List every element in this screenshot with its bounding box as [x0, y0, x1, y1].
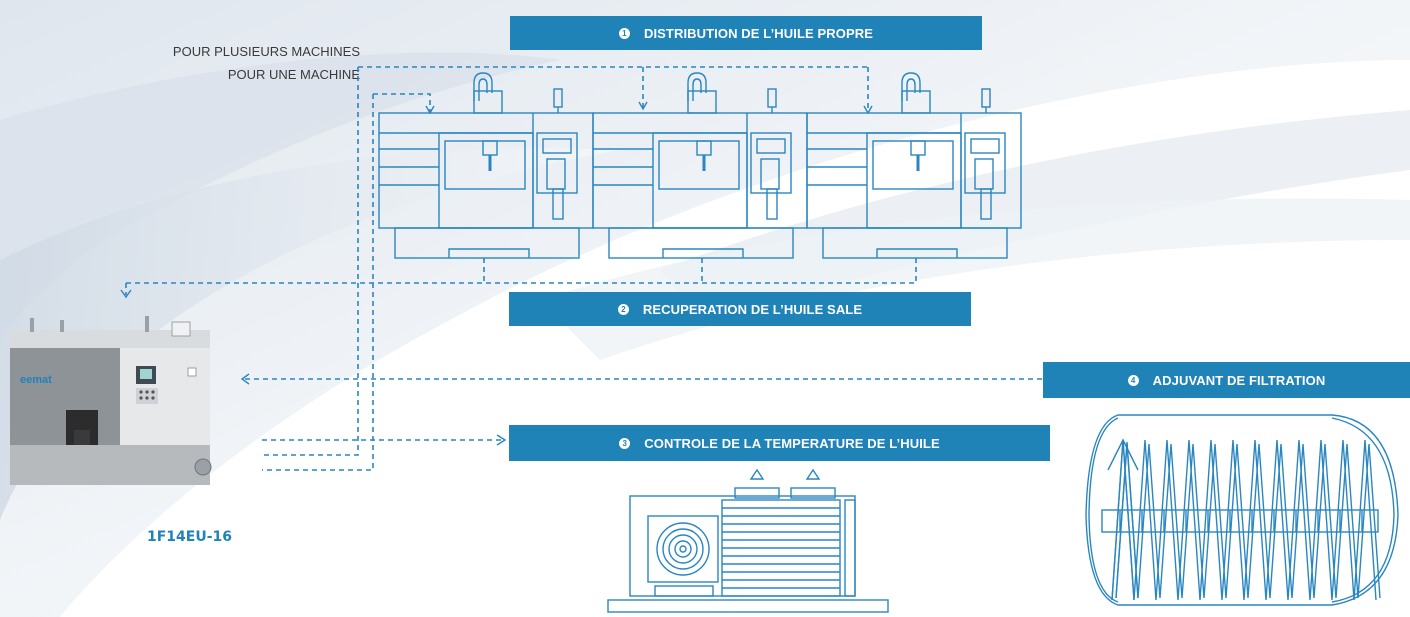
- model-label: 1F14EU-16: [147, 529, 233, 545]
- banner-label: RECUPERATION DE L’HUILE SALE: [642, 301, 863, 317]
- banner-filtration-additive: 4 ADJUVANT DE FILTRATION: [1043, 362, 1410, 398]
- filter-illustration: [1085, 414, 1399, 606]
- banner-label: DISTRIBUTION DE L’HUILE PROPRE: [643, 25, 874, 41]
- banner-label: CONTROLE DE LA TEMPERATURE DE L’HUILE: [644, 435, 940, 451]
- brand-logo: eemat: [20, 374, 52, 386]
- multi-machine-label: POUR PLUSIEURS MACHINES: [172, 44, 360, 59]
- step-number-3: 3: [619, 437, 631, 449]
- filtration-unit-illustration: eemat: [10, 316, 212, 485]
- step-number-2: 2: [617, 303, 629, 315]
- dirty-oil-lines: [125, 258, 917, 295]
- banner-oil-temperature-control: 3 CONTROLE DE LA TEMPERATURE DE L’HUILE: [509, 425, 1050, 461]
- banner-dirty-oil-recovery: 2 RECUPERATION DE L’HUILE SALE: [509, 292, 971, 326]
- step-number-4: 4: [1127, 374, 1139, 386]
- arrow-heads: [120, 101, 873, 446]
- single-machine-label: POUR UNE MACHINE: [227, 67, 360, 82]
- banner-label: ADJUVANT DE FILTRATION: [1152, 372, 1326, 388]
- banner-clean-oil-distribution: 1 DISTRIBUTION DE L’HUILE PROPRE: [510, 16, 982, 50]
- clean-oil-lines: [262, 66, 869, 471]
- step-number-1: 1: [618, 27, 630, 39]
- chiller-illustration: [607, 468, 889, 613]
